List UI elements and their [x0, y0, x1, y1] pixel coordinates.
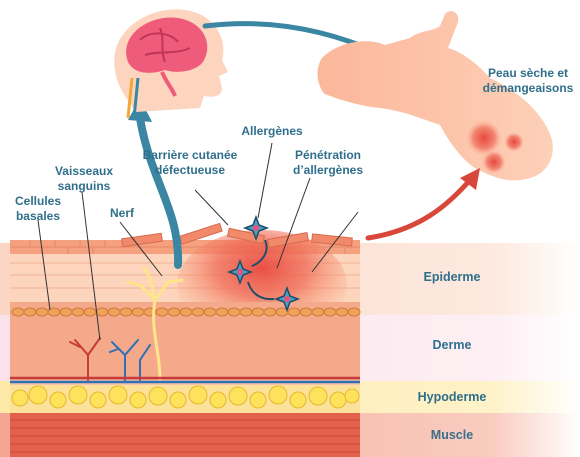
label-allergenes: Allergènes	[241, 124, 303, 138]
layer-label-muscle: Muscle	[430, 428, 474, 442]
layer-label-epiderme: Epiderme	[423, 270, 481, 284]
label-nerf: Nerf	[109, 206, 134, 220]
label-vaisseaux: Vaisseaux sanguins	[54, 164, 114, 193]
allergen-icons	[226, 214, 301, 313]
blood-vessels	[69, 337, 151, 381]
skin-to-brain-arrow	[136, 114, 183, 269]
label-peau-seche: Peau sèche et démangeaisons	[482, 66, 574, 95]
skin-cross-section	[10, 222, 361, 457]
layer-label-hypoderme: Hypoderme	[417, 390, 487, 404]
nerve	[126, 266, 184, 382]
label-barriere: Barrière cutanée défectueuse	[142, 148, 238, 177]
layer-label-derme: Derme	[432, 338, 472, 352]
label-penetration: Pénétration d’allergènes	[292, 148, 364, 177]
skin-to-hand-arrow	[460, 168, 480, 190]
head-illustration	[114, 9, 228, 119]
hand-illustration	[317, 11, 553, 181]
label-cellules: Cellules basales	[14, 194, 62, 223]
